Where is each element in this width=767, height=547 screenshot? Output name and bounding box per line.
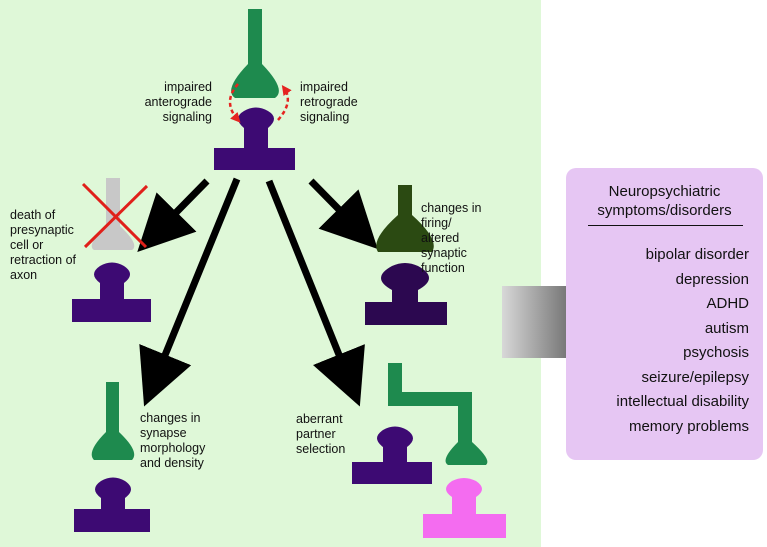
retrograde-dashed-arrow: [277, 84, 292, 121]
arrow-to-morphology: [139, 177, 241, 407]
list-item: psychosis: [683, 344, 749, 361]
red-cross-stroke-2: [83, 184, 149, 249]
arrow-to-partner: [265, 179, 365, 407]
morphology-synapse: [74, 382, 150, 532]
enlarged-dendritic-spine: [365, 263, 447, 325]
partner-label: aberrant partner selection: [296, 412, 346, 456]
disorders-panel: Neuropsychiatric symptoms/disorders bipo…: [566, 168, 763, 460]
death-synapse: [72, 178, 151, 322]
partner-synapse: [352, 363, 506, 538]
morphology-label: changes in synapse morphology and densit…: [140, 411, 206, 470]
panel-title-underline: [588, 225, 743, 226]
firing-synapse: [365, 185, 447, 325]
red-cross-stroke-1: [81, 182, 148, 249]
list-item: seizure/epilepsy: [641, 368, 749, 386]
arrow-to-firing: [308, 178, 378, 249]
arrow-to-death: [137, 178, 210, 252]
panel-title: Neuropsychiatric symptoms/disorders: [597, 183, 732, 219]
morphology-dendritic-spine: [74, 477, 150, 532]
list-item: autism: [704, 319, 749, 337]
list-item: memory problems: [628, 417, 749, 435]
list-item: ADHD: [706, 295, 749, 312]
new-partner-pink-spine: [423, 478, 506, 538]
list-item: bipolar disorder: [645, 246, 749, 263]
death-dendritic-spine: [72, 262, 151, 322]
anterograde-label: impaired anterograde signaling: [144, 80, 212, 124]
wandering-axon: [388, 363, 488, 465]
morphology-axon-terminal: [91, 382, 135, 460]
original-dendritic-spine: [352, 426, 432, 484]
retrograde-label: impaired retrograde signaling: [300, 80, 358, 124]
firing-label: changes in firing/ altered synaptic func…: [421, 201, 482, 275]
list-item: depression: [675, 270, 749, 288]
top-axon-terminal: [231, 9, 279, 98]
top-synapse: [214, 9, 295, 170]
outcome-arrows: [137, 177, 378, 407]
disorder-list: bipolar disorder depression ADHD autism …: [616, 243, 749, 439]
top-dendritic-spine: [214, 107, 295, 170]
anterograde-dashed-arrow: [228, 83, 241, 123]
dark-green-axon-terminal: [376, 185, 434, 252]
death-label: death of presynaptic cell or retraction …: [10, 208, 77, 282]
list-item: intellectual disability: [616, 393, 749, 410]
